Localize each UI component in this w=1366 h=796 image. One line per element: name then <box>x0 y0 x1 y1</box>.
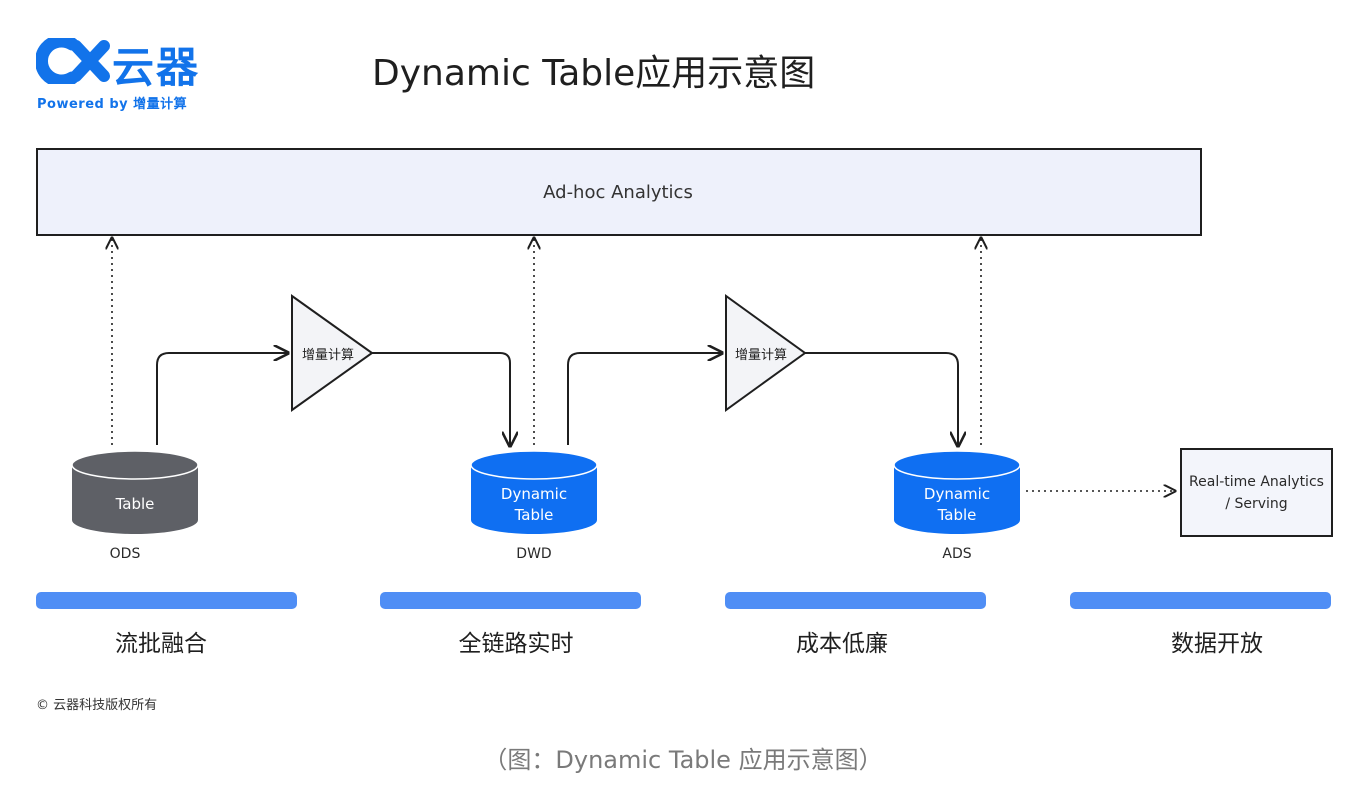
realtime-analytics-box <box>1180 448 1333 537</box>
layer-label-ads: ADS <box>942 546 972 562</box>
compute-node-1-label: 增量计算 <box>301 348 354 363</box>
benefit-label-4: 数据开放 <box>1171 631 1263 657</box>
benefit-bar-4 <box>1070 592 1331 609</box>
compute-node-2-label: 增量计算 <box>734 348 787 363</box>
layer-label-ods: ODS <box>109 546 141 562</box>
compute-node-2-triangle <box>725 294 807 412</box>
adhoc-analytics-box <box>36 148 1202 236</box>
realtime-analytics-label: Real-time Analytics/ Serving <box>1189 473 1324 512</box>
benefit-label-3: 成本低廉 <box>796 631 888 657</box>
benefit-label-2: 全链路实时 <box>458 631 574 657</box>
ads-cylinder <box>893 450 1021 534</box>
layer-label-dwd: DWD <box>516 546 552 562</box>
compute-node-1-triangle <box>291 294 374 412</box>
ods-table-label: Table <box>115 495 155 513</box>
brand-logo-icon <box>36 38 110 84</box>
benefit-bar-1 <box>36 592 297 609</box>
flow-arrow-ods-compute1 <box>156 353 288 445</box>
flow-arrow-compute2-ads <box>805 352 958 446</box>
page-title: Dynamic Table应用示意图 <box>372 53 816 94</box>
benefit-label-1: 流批融合 <box>115 631 207 657</box>
benefit-bar-2 <box>380 592 641 609</box>
adhoc-analytics-label: Ad-hoc Analytics <box>543 181 693 203</box>
figure-caption: （图：Dynamic Table 应用示意图） <box>483 746 883 774</box>
copyright-text: © 云器科技版权所有 <box>36 698 158 713</box>
brand-tagline: Powered by 增量计算 <box>37 97 188 112</box>
dwd-cylinder <box>470 450 598 534</box>
ods-cylinder <box>71 450 199 534</box>
flow-arrow-compute1-dwd <box>372 352 510 446</box>
benefit-bar-3 <box>725 592 986 609</box>
flow-arrow-dwd-compute2 <box>567 353 722 445</box>
brand-name: 云器 <box>112 43 201 92</box>
